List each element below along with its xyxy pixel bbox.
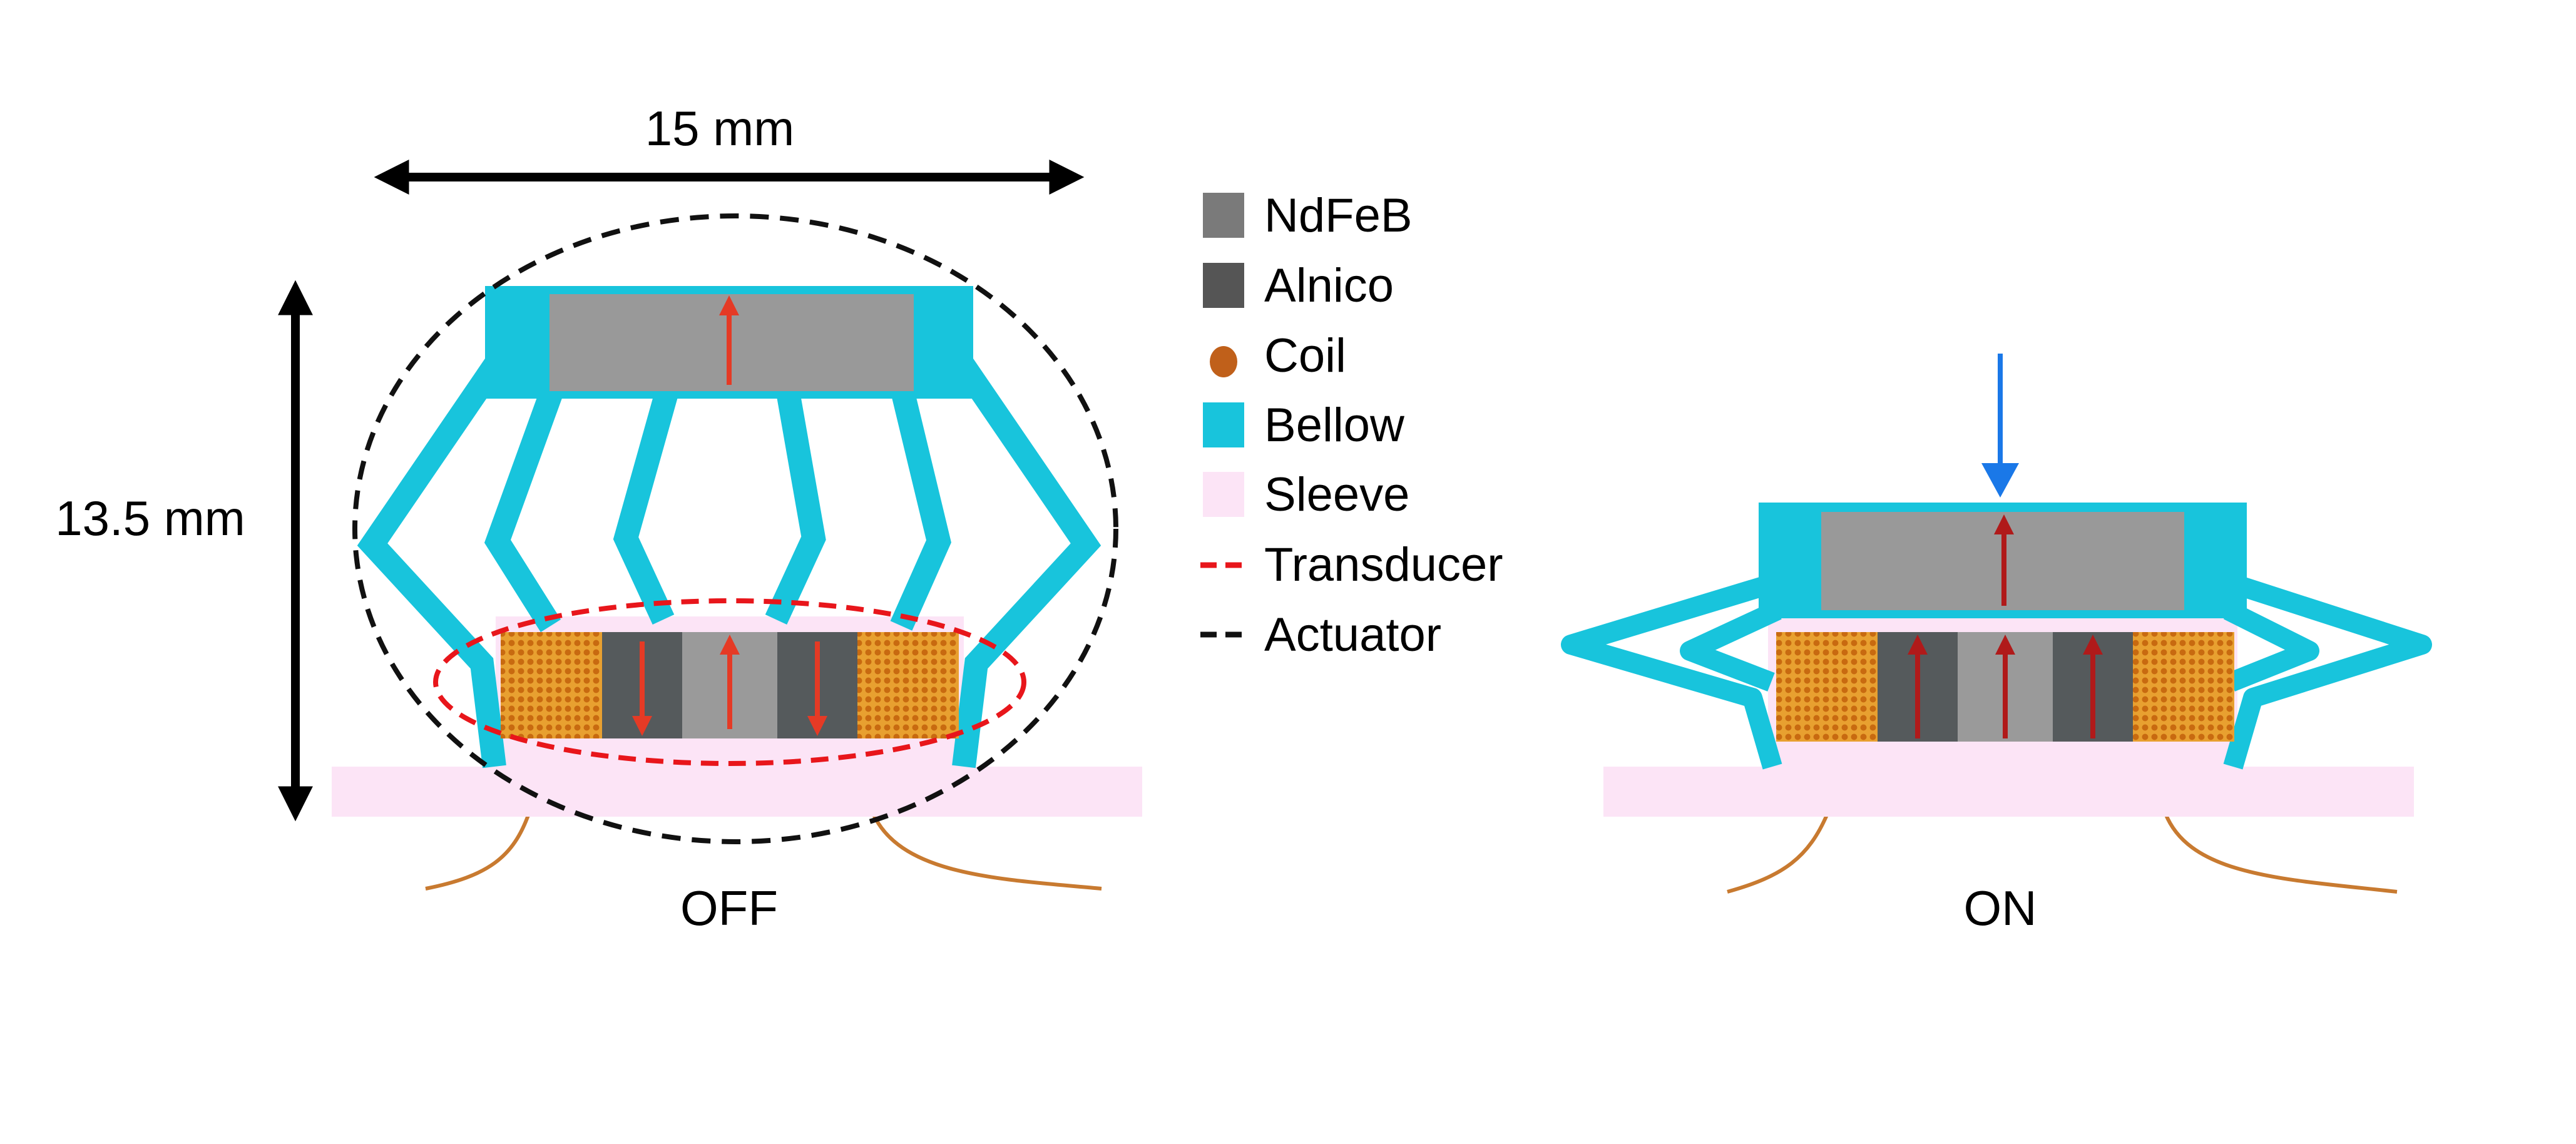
- legend-label-ndfeb: NdFeB: [1264, 189, 1413, 242]
- on-coil-wire-right: [2164, 812, 2398, 894]
- legend-swatch-coil: [1210, 346, 1237, 377]
- legend-swatch-ndfeb: [1203, 193, 1244, 238]
- off-actuator-outline: [352, 213, 1118, 844]
- legend-label-sleeve: Sleeve: [1264, 468, 1409, 521]
- on-bellow: [1561, 572, 2432, 770]
- width-dimension-label: 15 mm: [645, 101, 794, 156]
- legend-swatch-alnico: [1203, 263, 1244, 308]
- height-dimension-label: 13.5 mm: [55, 491, 245, 546]
- off-state-label: OFF: [680, 881, 778, 936]
- off-state-actuator: OFF: [332, 213, 1142, 936]
- legend-label-actuator: Actuator: [1264, 608, 1441, 661]
- off-bellow: [357, 350, 1101, 769]
- off-sleeve-base: [332, 767, 1142, 817]
- legend-label-coil: Coil: [1264, 329, 1346, 382]
- legend: NdFeB Alnico Coil Bellow Sleeve Transduc…: [1200, 189, 1503, 661]
- off-coil-wire-right: [871, 812, 1102, 891]
- on-force-arrow-head: [1981, 463, 2019, 498]
- on-state-actuator: ON: [1561, 354, 2432, 936]
- on-coil-right: [2133, 632, 2234, 742]
- off-coil-right: [857, 632, 959, 738]
- legend-label-alnico: Alnico: [1264, 259, 1394, 312]
- on-coil-wire-left: [1727, 812, 1829, 894]
- legend-label-transducer: Transducer: [1264, 538, 1503, 591]
- width-dimension: 15 mm: [374, 101, 1085, 195]
- off-coil-wire-left: [425, 812, 531, 891]
- legend-label-bellow: Bellow: [1264, 399, 1405, 452]
- off-coil-left: [501, 632, 602, 738]
- on-state-label: ON: [1964, 881, 2037, 936]
- off-transducer-outline: [433, 598, 1026, 766]
- height-dimension: 13.5 mm: [55, 280, 313, 822]
- on-sleeve-base: [1603, 767, 2414, 817]
- on-coil-left: [1776, 632, 1878, 742]
- legend-swatch-sleeve: [1203, 472, 1244, 517]
- legend-swatch-bellow: [1203, 402, 1244, 447]
